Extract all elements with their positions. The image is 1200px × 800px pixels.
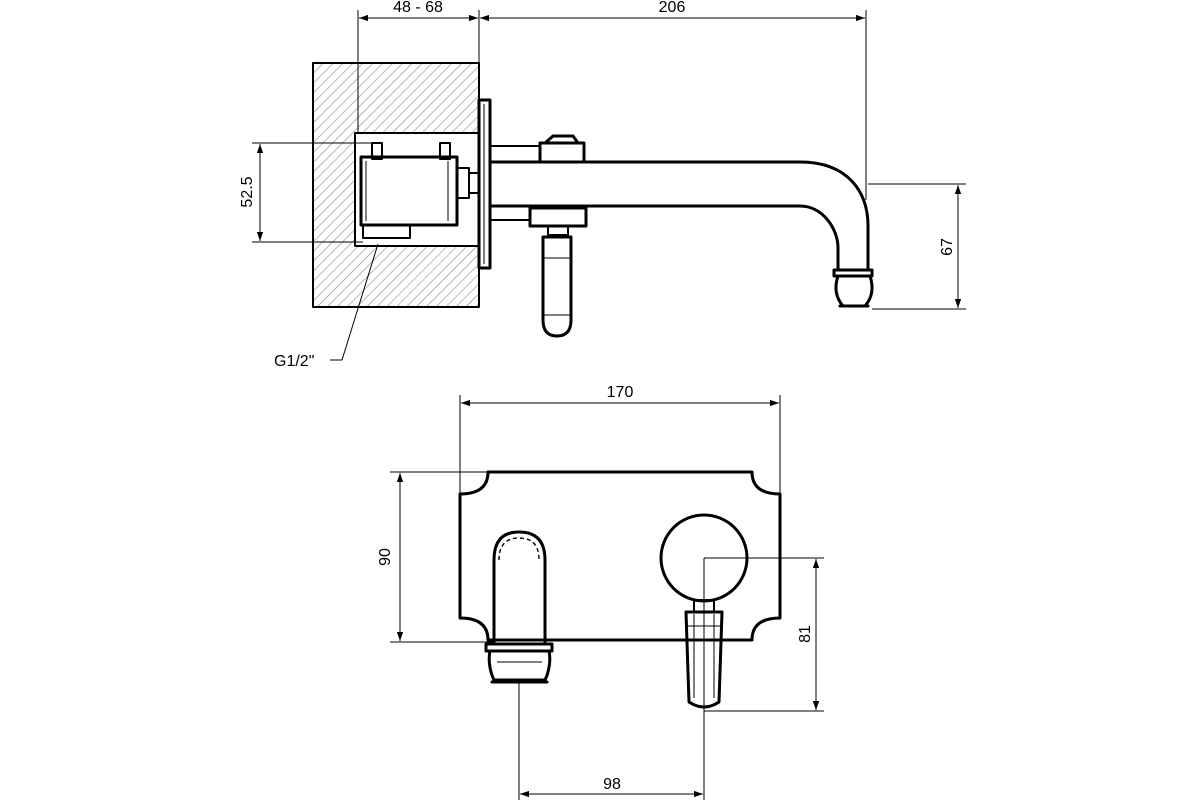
dimension-plate-width: 170 <box>459 384 781 494</box>
dimension-spout-height: 67 <box>868 183 966 310</box>
spout <box>488 160 874 308</box>
dimension-plate-height: 90 <box>377 471 494 643</box>
side-view: 48 - 68 206 52.5 67 G1/2" <box>239 0 966 370</box>
thread-label: G1/2" <box>274 353 314 370</box>
lever-handle-side <box>528 206 588 338</box>
dimension-spout-projection: 206 <box>480 0 867 200</box>
front-view: 170 90 81 98 <box>377 384 824 800</box>
spout-handle-distance-label: 98 <box>603 776 621 793</box>
wall-section <box>312 62 480 308</box>
spout-height-label: 67 <box>939 238 956 256</box>
spout-projection-label: 206 <box>659 0 686 16</box>
plate-height-label: 90 <box>377 548 394 566</box>
recess-depth-label: 48 - 68 <box>393 0 443 16</box>
wall-flange <box>477 98 492 270</box>
plate-width-label: 170 <box>607 384 634 401</box>
cover-plate <box>458 470 782 642</box>
dimension-handle-height: 81 <box>704 557 824 712</box>
dimension-body-height: 52.5 <box>239 142 372 243</box>
body-height-label: 52.5 <box>239 176 256 207</box>
dimension-recess-depth: 48 - 68 <box>357 0 480 133</box>
concealed-body <box>359 142 480 239</box>
handle-height-label: 81 <box>797 625 814 643</box>
thread-callout: G1/2" <box>274 243 379 370</box>
spout-front <box>484 530 554 684</box>
dimension-spout-handle-distance: 98 <box>518 558 705 800</box>
